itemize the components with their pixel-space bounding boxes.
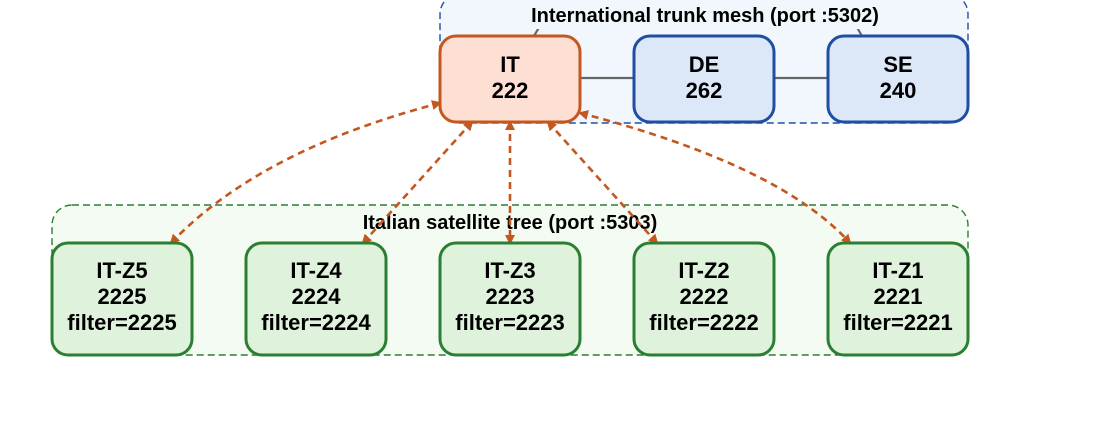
- node-de-id: 262: [686, 78, 723, 103]
- node-it-z4[interactable]: IT-Z4 2224 filter=2224: [244, 241, 388, 357]
- node-it-z1-id: 2221: [874, 284, 923, 309]
- node-it-id: 222: [492, 78, 529, 103]
- node-it-z2-name: IT-Z2: [678, 258, 729, 283]
- link-it-z5: [169, 100, 442, 245]
- node-it-z2-id: 2222: [680, 284, 729, 309]
- link-it-z4: [361, 120, 474, 245]
- link-it-z1: [578, 110, 852, 245]
- node-it-z1-filter: filter=2221: [843, 310, 952, 335]
- node-it-z3[interactable]: IT-Z3 2223 filter=2223: [438, 241, 582, 357]
- node-it-z2-filter: filter=2222: [649, 310, 758, 335]
- node-it-z4-filter: filter=2224: [261, 310, 371, 335]
- node-it-z5-name: IT-Z5: [96, 258, 147, 283]
- node-it-z5-filter: filter=2225: [67, 310, 176, 335]
- trunk-label-backdrop: [512, 3, 898, 29]
- node-it-z4-name: IT-Z4: [290, 258, 342, 283]
- node-se-name: SE: [883, 52, 912, 77]
- node-de-name: DE: [689, 52, 720, 77]
- node-it-z2[interactable]: IT-Z2 2222 filter=2222: [632, 241, 776, 357]
- node-it-z4-id: 2224: [292, 284, 342, 309]
- node-de[interactable]: DE 262: [632, 34, 776, 124]
- node-it-z1-name: IT-Z1: [872, 258, 923, 283]
- node-it-z3-name: IT-Z3: [484, 258, 535, 283]
- satellite-links: [169, 100, 852, 245]
- trunk-group-label: International trunk mesh (port :5302): [531, 5, 879, 27]
- node-it-z5[interactable]: IT-Z5 2225 filter=2225: [50, 241, 194, 357]
- node-it-z3-id: 2223: [486, 284, 535, 309]
- node-it-z5-id: 2225: [98, 284, 147, 309]
- node-it-name: IT: [500, 52, 520, 77]
- node-it-z1[interactable]: IT-Z1 2221 filter=2221: [826, 241, 970, 357]
- node-se-id: 240: [880, 78, 917, 103]
- node-it[interactable]: IT 222: [438, 34, 582, 124]
- node-se[interactable]: SE 240: [826, 34, 970, 124]
- node-it-z3-filter: filter=2223: [455, 310, 564, 335]
